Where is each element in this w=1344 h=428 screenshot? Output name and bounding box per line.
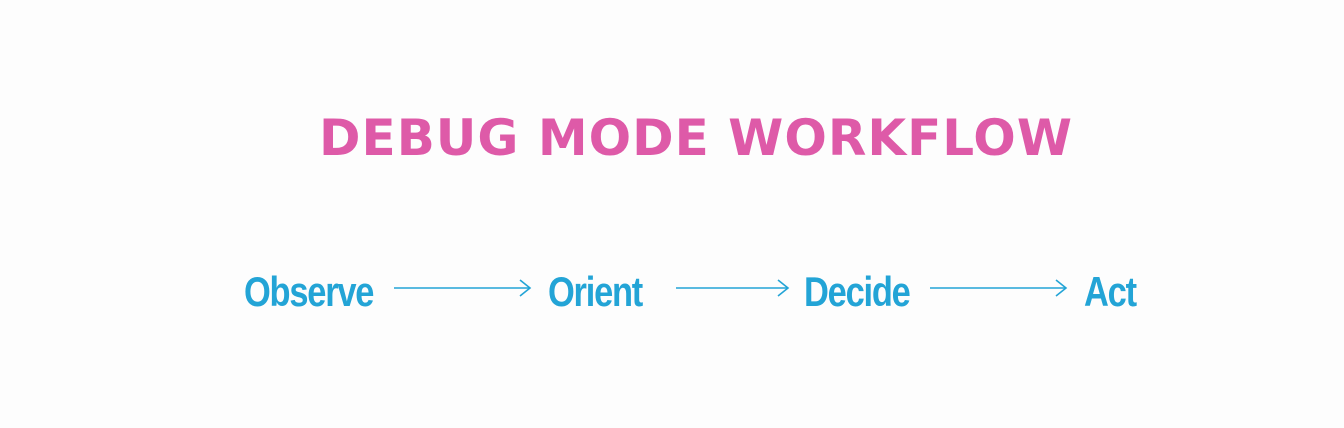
arrow-decide-to-act [930, 278, 1068, 298]
step-act: Act [1084, 268, 1137, 315]
diagram-title: DEBUG MODE WORKFLOW [319, 109, 1073, 167]
step-observe: Observe [244, 268, 374, 315]
arrow-orient-to-decide [676, 278, 790, 298]
arrow-right-icon [394, 279, 532, 297]
arrow-right-icon [930, 279, 1068, 297]
arrow-right-icon [676, 279, 790, 297]
step-decide: Decide [804, 268, 911, 315]
step-orient: Orient [548, 268, 643, 315]
arrow-observe-to-orient [394, 278, 532, 298]
